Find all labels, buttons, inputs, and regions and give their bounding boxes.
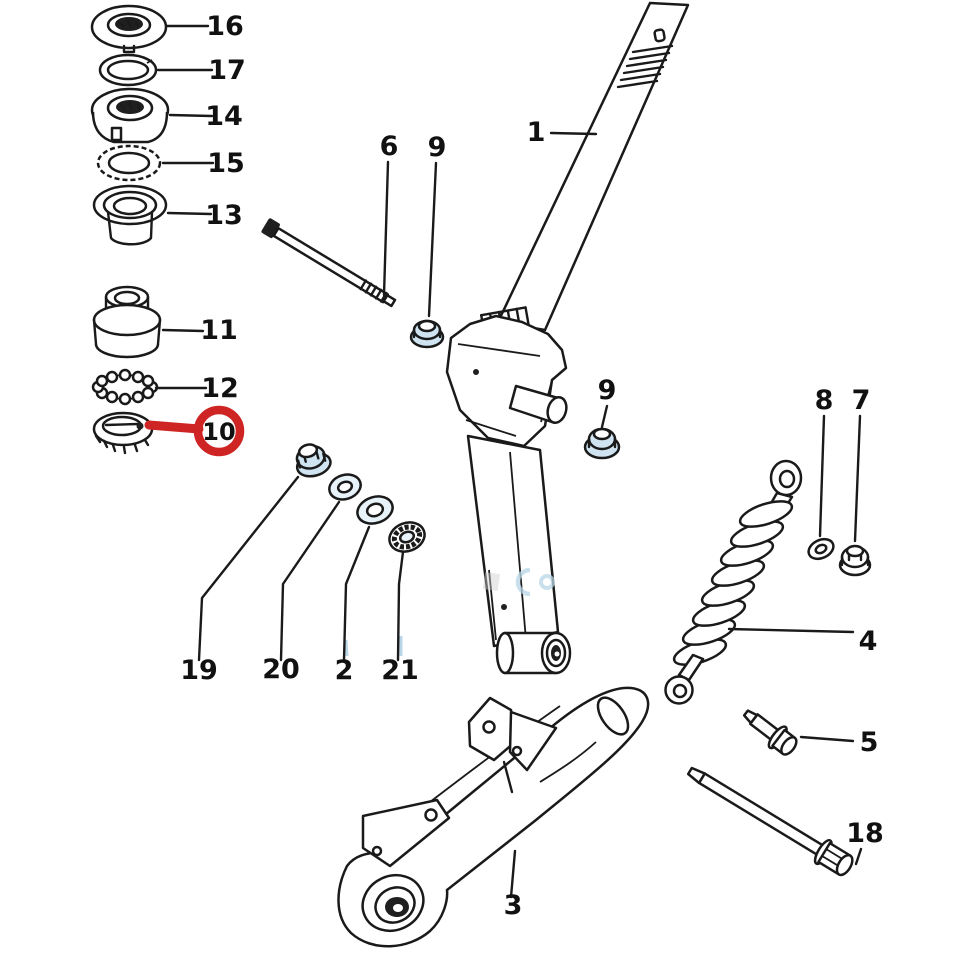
leader-18 <box>854 847 863 866</box>
highlight-part-10 <box>144 405 245 457</box>
part-20-washer-small <box>328 473 362 501</box>
part-12-ball-bearing-retainer <box>91 368 159 406</box>
label-part-17: 17 <box>208 55 246 86</box>
part-19-flange-nut-small <box>295 443 332 478</box>
part-15-bearing-ring <box>96 144 162 182</box>
part-10-bearing-race <box>92 411 154 455</box>
leader-2-blue-tint <box>344 639 349 657</box>
part-18-pivot-bolt-long <box>686 766 854 877</box>
leader-21 <box>396 550 405 662</box>
label-part-8: 8 <box>815 385 834 416</box>
label-part-3: 3 <box>504 890 523 921</box>
leader-8 <box>818 414 826 538</box>
part-4-shock-absorber <box>664 459 803 705</box>
leader-4 <box>727 627 855 634</box>
leader-6 <box>382 160 390 297</box>
leader-9-lower <box>600 404 609 429</box>
leader-11 <box>161 328 205 333</box>
label-part-19: 19 <box>180 655 218 686</box>
label-part-9-upper: 9 <box>428 132 447 163</box>
part-9-flange-nut-upper <box>409 319 445 349</box>
label-part-21: 21 <box>381 655 419 686</box>
label-part-7: 7 <box>852 385 871 416</box>
label-part-11: 11 <box>200 315 238 346</box>
label-part-15: 15 <box>207 148 245 179</box>
label-part-5: 5 <box>860 727 879 758</box>
part-14-steering-cone-nut <box>90 87 170 144</box>
label-part-12: 12 <box>201 373 239 404</box>
part-1-fork-steering-column <box>445 1 690 675</box>
leader-13 <box>166 211 213 216</box>
part-17-lock-ring <box>98 53 158 87</box>
column-thread-band <box>616 44 674 89</box>
label-part-10-highlighted: 10 <box>202 418 235 446</box>
leader-3 <box>509 849 517 899</box>
part-5-short-bolt <box>742 709 798 756</box>
leader-1 <box>549 131 598 136</box>
part-7-nut <box>838 544 872 577</box>
label-part-18: 18 <box>846 818 884 849</box>
label-part-4: 4 <box>859 626 878 657</box>
leader-5 <box>799 735 855 743</box>
label-part-6: 6 <box>380 131 399 162</box>
part-16-steering-top-cap-nut <box>90 4 168 54</box>
label-part-14: 14 <box>205 101 243 132</box>
leader-9-upper <box>427 161 438 318</box>
leader-19 <box>197 475 300 662</box>
label-part-9-lower: 9 <box>598 375 617 406</box>
label-part-13: 13 <box>205 200 243 231</box>
part-21-oil-seal <box>388 521 426 553</box>
leader-7 <box>853 414 862 543</box>
leader-20 <box>279 500 341 662</box>
leader-14 <box>168 113 214 118</box>
leader-2 <box>342 525 371 662</box>
watermark-smudge <box>482 567 555 597</box>
part-6-long-rod-bolt <box>261 218 397 308</box>
label-part-20: 20 <box>262 654 300 685</box>
part-9-flange-nut-lower <box>583 427 621 460</box>
part-2-washer-large <box>356 495 394 525</box>
part-3-suspension-arm <box>337 686 650 948</box>
label-part-1: 1 <box>527 117 546 148</box>
part-13-bearing-cup <box>92 184 168 246</box>
part-11-bearing-cover-bush <box>92 285 162 359</box>
part-8-washer <box>807 537 835 561</box>
label-part-2: 2 <box>335 655 354 686</box>
label-part-16: 16 <box>206 11 244 42</box>
